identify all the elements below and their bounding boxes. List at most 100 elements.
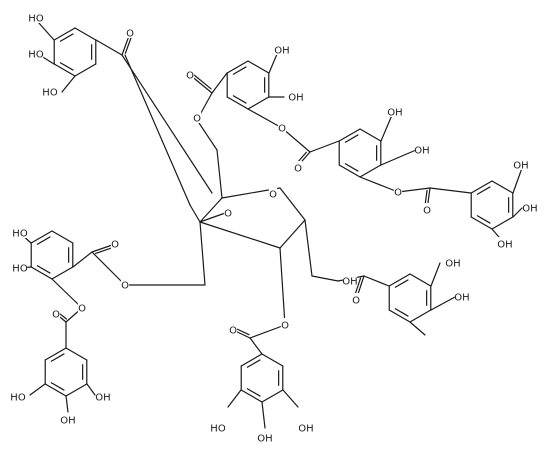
atom-label: O [269, 190, 277, 201]
atom-label: O [52, 310, 60, 321]
atom-label-bg [192, 111, 202, 123]
atom-label: OH [414, 146, 429, 157]
atom-label: O [193, 114, 201, 125]
bond-68 [394, 308, 409, 317]
bond-23 [344, 163, 359, 172]
bond-28 [470, 180, 493, 194]
atom-label: OH [445, 259, 460, 270]
atom-label: O [186, 71, 194, 82]
atom-label-bg [12, 261, 28, 273]
atom-label: O [224, 209, 232, 220]
bond-22 [338, 164, 361, 178]
atom-label-bg [393, 185, 403, 197]
atom-label-bg [28, 47, 44, 59]
atom-label-bg [268, 187, 278, 199]
atom-label: HO [12, 264, 28, 275]
bond-50 [50, 382, 65, 391]
bond-100 [512, 207, 523, 218]
atom-label: HO [42, 88, 58, 99]
bond-37 [30, 230, 53, 244]
bond-109 [51, 278, 83, 309]
bond-51 [65, 383, 88, 397]
atom-label-bg [28, 11, 44, 23]
atom-label-bg [513, 158, 529, 170]
atom-label-bg [42, 85, 58, 97]
bond-129 [430, 296, 456, 311]
atom-label-bg [10, 390, 26, 402]
atom-label: OH [298, 424, 313, 435]
bond-5 [59, 62, 74, 71]
bond-13 [226, 96, 249, 110]
atom-label-bg [110, 237, 120, 249]
bond-46 [44, 347, 67, 361]
atom-label-bg [414, 143, 430, 155]
bond-14 [232, 95, 247, 104]
bond-59 [246, 388, 261, 397]
bond-76 [95, 39, 123, 56]
bond-31 [470, 216, 493, 230]
atom-label-bg [95, 390, 111, 402]
bond-116 [65, 395, 69, 413]
bond-135 [279, 219, 306, 249]
atom-label-bg [293, 161, 303, 173]
atom-label-bg [387, 105, 403, 117]
atom-label: O [126, 29, 134, 40]
bond-45 [51, 230, 74, 244]
atom-label-bg [125, 26, 135, 38]
bond-64 [388, 273, 411, 287]
bond-67 [388, 309, 411, 323]
bond-2 [59, 33, 74, 42]
bond-56 [246, 359, 261, 368]
bond-54 [65, 347, 88, 361]
bond-55 [240, 353, 263, 367]
atom-label: O [278, 124, 286, 135]
bond-78 [124, 35, 133, 54]
atom-label-bg [445, 256, 461, 268]
bond-10 [226, 60, 249, 74]
atom-label-bg [280, 318, 290, 330]
bond-20 [344, 134, 359, 143]
atom-label: OH [513, 161, 528, 172]
atom-label: OH [257, 434, 272, 445]
atom-label: HO [10, 393, 26, 404]
atom-label: O [121, 281, 129, 292]
bond-40 [30, 266, 53, 280]
bond-143 [124, 54, 191, 206]
atom-label: OH [454, 293, 469, 304]
bond-117 [249, 337, 263, 355]
atom-label: OH [60, 416, 75, 427]
bond-69 [409, 309, 432, 323]
atom-label-bg [522, 201, 538, 213]
atom-label-bg [257, 431, 273, 443]
bond-58 [240, 389, 263, 403]
atom-label-bg [228, 323, 238, 335]
atom-label: O [111, 240, 119, 251]
atom-label-bg [223, 206, 233, 218]
atom-label: OH [387, 108, 402, 119]
bond-99 [512, 167, 523, 194]
bond-11 [232, 66, 247, 75]
bond-121 [227, 389, 242, 408]
bond-41 [36, 265, 51, 274]
bond-80 [268, 53, 278, 74]
bond-89 [309, 140, 340, 153]
atom-label-bg [60, 413, 76, 425]
bond-141 [216, 149, 223, 199]
bond-119 [235, 328, 250, 336]
bond-1 [53, 27, 76, 41]
bond-lines [19, 21, 523, 429]
atom-labels: HOHOHOOOOHOHOOOHOHOOOHOHOHOOHOHOOOOOOHOH… [10, 11, 538, 445]
atom-label-bg [274, 43, 290, 55]
atom-label: HO [210, 424, 226, 435]
bond-124 [363, 275, 390, 287]
bond-95 [397, 187, 431, 193]
atom-label: O [423, 206, 431, 217]
bond-128 [430, 262, 441, 287]
atom-label-bg [422, 203, 432, 215]
bond-9 [74, 27, 97, 41]
atom-label: OH [95, 393, 110, 404]
bond-47 [50, 353, 65, 362]
atom-label: O [281, 321, 289, 332]
bond-38 [36, 236, 51, 245]
atom-label-bg [210, 421, 226, 433]
